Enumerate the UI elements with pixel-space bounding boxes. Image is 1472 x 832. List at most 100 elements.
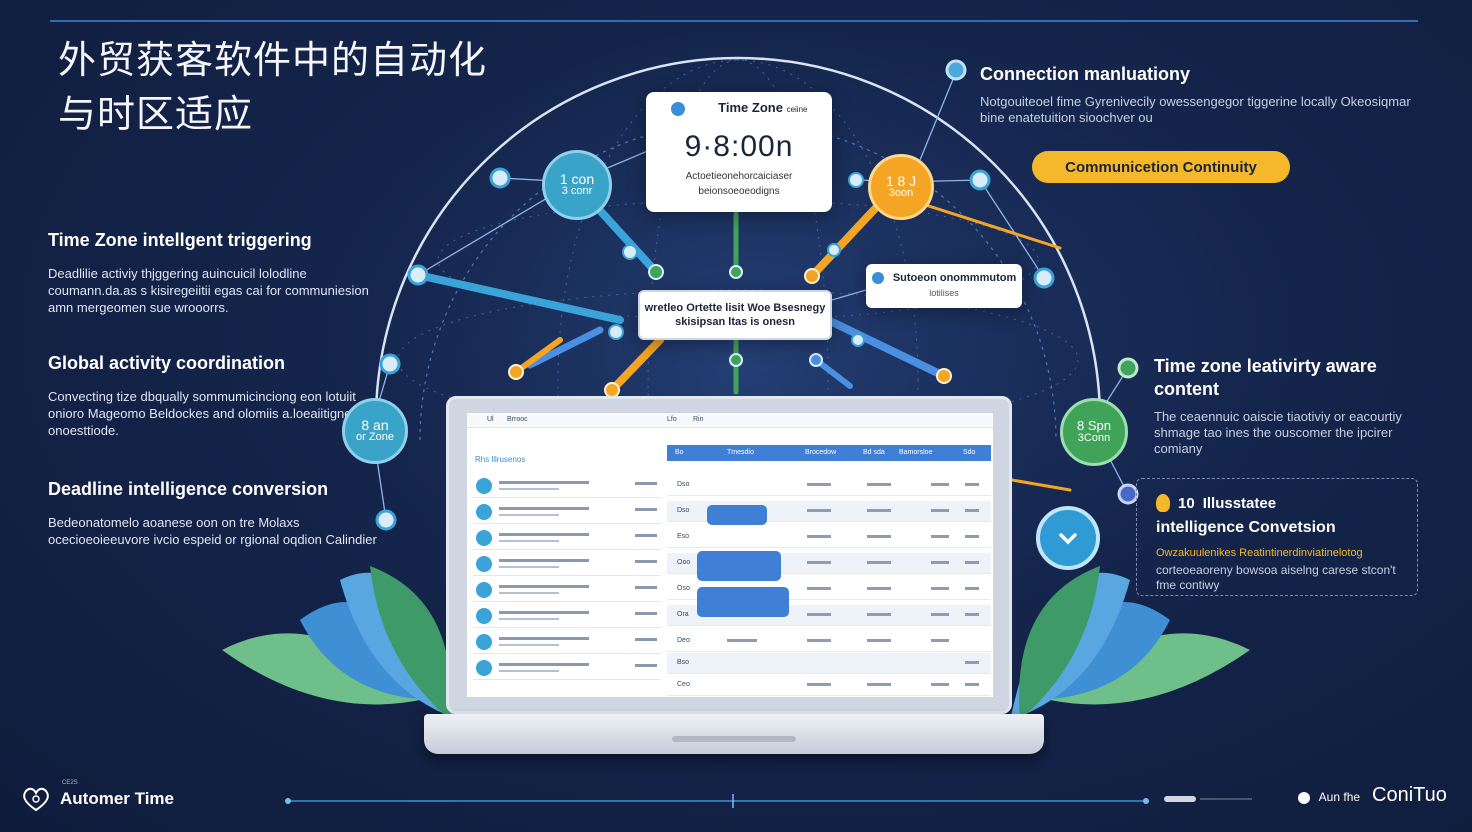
list-item[interactable] [473,527,661,550]
node-orange-top: 1 8 J 3oon [868,154,934,220]
right-status-card: Sutoeon onommmutom lotilises [866,264,1022,308]
message-bubble[interactable] [697,587,789,617]
row-label: Bso [677,659,690,666]
contact-icon [476,504,492,520]
trackpad [672,736,796,742]
feature-desc: Deadlilie activiy thjggering auincuicil … [48,266,369,315]
check-shield-icon [1036,506,1100,570]
node-label-2: 3oon [888,187,914,199]
row-label: Ceo [677,681,690,688]
feature-desc: Convecting tize dbqually sommumicinciong… [48,389,356,438]
table-row[interactable]: Dso [667,475,991,496]
feature-desc: The ceaennuic oaiscie tiaotiviy or eacou… [1154,409,1402,456]
app-screen: Ul Brrooc Lfo Rin Rhs lllrusenos Bo Tmes… [467,413,993,697]
communication-continuity-badge: Communicetion Continuity [1032,151,1290,183]
feature-desc: Bedeonatomelo aoanese oon on tre Molaxs … [48,515,377,547]
row-label: Oso [677,585,690,592]
column-header[interactable]: Brocedow [805,449,837,456]
card-header: Time Zone [718,100,783,115]
heart-logo-icon [23,787,49,812]
list-item[interactable] [473,475,661,498]
page-title-line1: 外贸获客软件中的自动化 [58,40,488,82]
column-header[interactable]: Bd sda [863,449,885,456]
table-row[interactable]: Bso [667,653,991,674]
table-row[interactable]: Eso [667,527,991,548]
card-sub-2: beionsoeoeodigns [698,185,780,197]
contact-icon [476,634,492,650]
app-topbar: Ul Brrooc Lfo Rin [467,413,993,428]
sidebar-header: Rhs lllrusenos [475,455,526,464]
row-label: Dso [677,481,690,488]
column-header[interactable]: Tmesdio [727,449,754,456]
column-header[interactable]: Bo [675,449,684,456]
message-bubble[interactable] [707,505,767,525]
list-item[interactable] [473,605,661,628]
table-row[interactable]: Deo [667,631,991,652]
node-label-2: 3 conr [561,185,593,197]
node-label-1: 1 con [559,171,595,187]
node-teal-top: 1 con 3 conr [542,150,612,220]
node-left-mid: 8 an or Zone [342,398,408,464]
node-label-1: 8 Spn [1077,418,1111,433]
mid-card-line1: wretleo Ortette lisit Woe Bsesnegy [644,302,826,314]
row-label: Deo [677,637,690,644]
topbar-tab[interactable]: Rin [693,416,704,423]
footer-brand-tiny: CE2S [62,780,78,786]
feature-title: Time Zone intellgent triggering [48,230,312,250]
list-item[interactable] [473,579,661,602]
card-header-small: ceiine [786,105,808,114]
footer-right-2: ConiTuo [1372,784,1447,806]
top-divider [50,20,1418,22]
list-item[interactable] [473,501,661,524]
topbar-tab[interactable]: Ul [487,416,494,423]
list-item[interactable] [473,631,661,654]
time-zone-card: Time Zone ceiine 9·8:00n Actoetieonehorc… [646,92,832,212]
column-header[interactable]: Bamorsloe [899,449,933,456]
list-item[interactable] [473,657,661,680]
bulb-icon [1156,494,1170,512]
feature-intelligence-conversion: 10 Illusstatee intelligence Convetsion O… [1156,494,1411,593]
laptop-screen: Ul Brrooc Lfo Rin Rhs lllrusenos Bo Tmes… [446,396,1012,714]
contact-icon [476,582,492,598]
feature-deadline-conversion: Deadline intelligence conversion Bedeona… [48,479,378,548]
feature-global-coordination: Global activity coordination Convecting … [48,353,378,439]
node-label-1: 8 an [361,417,389,433]
card-sub-1: Actoetieonehorcaiciaser [685,170,793,182]
contact-icon [476,660,492,676]
feature-title: Global activity coordination [48,353,286,373]
contact-icon [476,608,492,624]
footer-brand-text: Automer Time [60,789,174,808]
row-label: Ora [677,611,689,618]
card-time: 9·8:00n [684,129,794,163]
message-bubble[interactable] [697,551,781,581]
contact-icon [476,556,492,572]
topbar-tab[interactable]: Brrooc [507,416,528,423]
node-label-1: 1 8 J [885,173,917,189]
right-card-title: Sutoeon onommmutom [892,272,1017,284]
topbar-tab[interactable]: Lfo [667,416,677,423]
feature-desc-highlight: Owzakuulenikes Reatintinerdinviatineloto… [1156,547,1363,559]
table-header: Bo Tmesdio Brocedow Bd sda Bamorsloe Sdo [667,445,991,461]
footer-brand: CE2S Automer Time [20,780,174,812]
footer-right-1-text: Aun fhe [1318,790,1361,804]
table-row[interactable]: Oso [667,579,991,600]
laptop-base [424,714,1044,754]
info-icon [871,272,884,285]
contact-icon [476,478,492,494]
intelligence-conversion-box [1136,478,1418,596]
column-header[interactable]: Sdo [963,449,976,456]
table-row[interactable]: Ceo [667,675,991,696]
globe-meridian-2 [647,59,829,701]
list-item[interactable] [473,553,661,576]
row-label: Ooo [677,559,691,566]
row-label: Dso [677,507,690,514]
page-title: 外贸获客软件中的自动化 与时区适应 [58,34,487,142]
row-label: Eso [677,533,690,540]
clock-icon [670,101,685,116]
feature-title: Deadline intelligence conversion [48,479,329,499]
right-card-sub: lotilises [929,288,959,299]
mid-card-line2: skisipsan ltas is onesn [675,316,795,328]
circle-icon [1298,791,1310,804]
page-title-line2: 与时区适应 [58,94,254,136]
feature-aware-content: Time zone leativirty aware content The c… [1154,355,1414,457]
